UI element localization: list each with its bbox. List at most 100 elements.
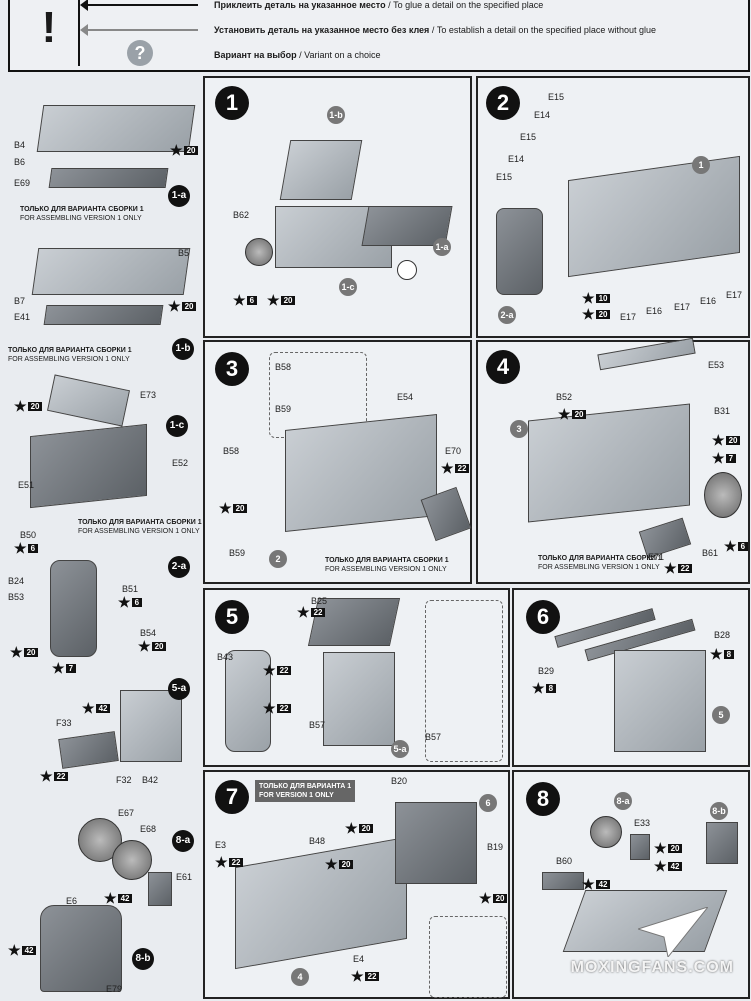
paint-7: 7 [712,450,737,467]
label-e61: E61 [176,872,193,882]
label-e71: E71 [648,552,665,562]
paint-42: 42 [8,942,37,959]
paint-20: 20 [582,306,611,323]
label-b24: B24 [8,576,25,586]
question-icon: ? [127,40,153,66]
paint-20: 20 [168,298,197,315]
label-b31: B31 [714,406,731,416]
part-engine-block [568,155,740,278]
step-1-number: 1 [215,86,249,120]
paint-20: 20 [558,406,587,423]
step-4-number: 4 [486,350,520,384]
label-e41: E41 [14,312,31,322]
part-2a-assembly [496,208,543,295]
legend-box: ! Приклеить деталь на указанное место / … [8,0,750,72]
label-b42: B42 [142,775,159,785]
callout-2a: 2-a [498,306,516,324]
paint-6: 6 [724,538,749,555]
part-b42 [120,690,182,762]
label-b62: B62 [233,210,250,220]
detail-inset [429,916,507,998]
paint-22: 22 [263,662,292,679]
legend-noglue: Установить деталь на указанное место без… [214,25,656,35]
label-e68: E68 [140,824,157,834]
callout-1b: 1-b [327,106,345,124]
part-b60 [542,872,584,890]
callout-1c: 1-c [339,278,357,296]
callout-1a: 1-a [433,238,451,256]
label-e73: E73 [140,390,157,400]
step-2-number: 2 [486,86,520,120]
paint-20: 20 [345,820,374,837]
part-1b-cover [31,248,191,295]
label-e52: E52 [172,458,189,468]
label-b59: B59 [229,548,246,558]
label-b58: B58 [275,362,292,372]
paint-22: 22 [297,604,326,621]
callout-8b: 8-b [710,802,728,820]
label-e15: E15 [520,132,537,142]
step-5-number: 5 [215,600,249,634]
label-e70: E70 [445,446,462,456]
label-b20: B20 [391,776,408,786]
part-engine-block [285,414,437,532]
label-b59: B59 [275,404,292,414]
legend-variant: Вариант на выбор / Variant on a choice [214,50,381,60]
sub-1c: 1-c [166,415,188,437]
label-e14: E14 [534,110,551,120]
sub-1b: 1-b [172,338,194,360]
callout-3: 3 [510,420,528,438]
label-e79: E79 [106,984,123,994]
part-e61 [148,872,172,906]
paint-8: 8 [532,680,557,697]
callout-5a: 5-a [391,740,409,758]
part-f32 [58,731,119,769]
label-e17: E17 [620,312,637,322]
watermark-plane-icon [638,907,708,957]
label-e15: E15 [548,92,565,102]
part-b61 [704,472,742,518]
label-b25: B25 [311,596,328,606]
label-e69: E69 [14,178,31,188]
step-5-panel: 5 B25 B43 B57 B57 22 22 22 5-a [203,588,510,767]
legend-glue: Приклеить деталь на указанное место / To… [214,0,544,10]
part-1b-assembly [279,140,363,200]
label-e33: E33 [634,818,651,828]
callout-2: 2 [269,550,287,568]
label-b53: B53 [8,592,25,602]
callout-5: 5 [712,706,730,724]
label-e6: E6 [66,896,78,906]
paint-20: 20 [479,890,508,907]
part-8a-assembly [590,816,622,848]
paint-42: 42 [104,890,133,907]
label-b57: B57 [309,720,326,730]
watermark-text: MOXINGFANS.COM [570,959,734,976]
sub-1a: 1-a [168,185,190,207]
callout-4: 4 [291,968,309,986]
paint-8: 8 [710,646,735,663]
glue-arrow-icon [80,0,198,11]
paint-42: 42 [82,700,111,717]
paint-20: 20 [138,638,167,655]
noglue-arrow-icon [80,24,198,36]
step-6-number: 6 [526,600,560,634]
detail-inset [425,600,503,762]
label-e53: E53 [708,360,725,370]
paint-20: 20 [267,292,296,309]
label-b61: B61 [702,548,719,558]
part-e67-wheel [78,818,122,862]
paint-42: 42 [582,876,611,893]
paint-22: 22 [215,854,244,871]
part-b62 [245,238,273,266]
part-e69 [48,168,169,188]
part-1c-housing [30,423,147,509]
sub-8a: 8-a [172,830,194,852]
part-e53 [597,337,696,371]
paint-20: 20 [712,432,741,449]
paint-42: 42 [654,858,683,875]
label-b57: B57 [425,732,442,742]
step-8-panel: 8 8-a 8-b E33 B60 20 42 42 MOXINGFANS.CO… [512,770,750,999]
